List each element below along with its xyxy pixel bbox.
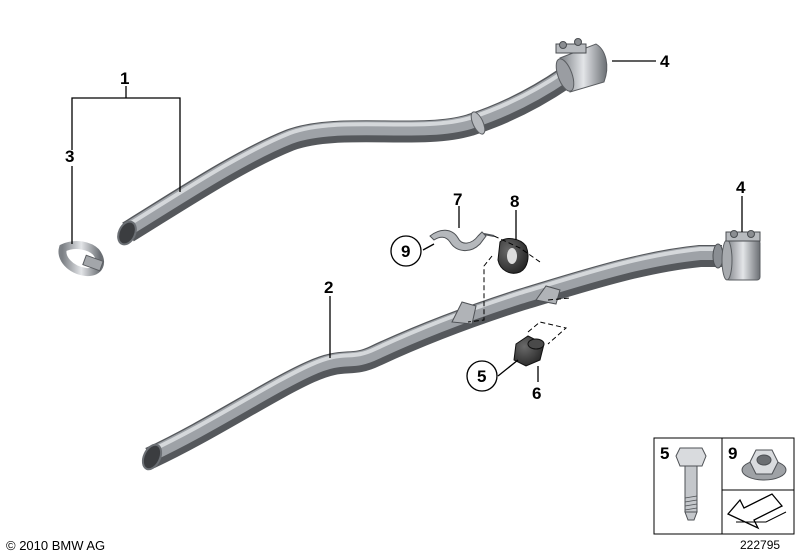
- clamp-3: [58, 241, 105, 277]
- callout-9: 9: [401, 242, 410, 261]
- legend-bolt-number: 5: [660, 444, 669, 463]
- clamp-4-upper: [555, 38, 608, 93]
- rubber-mount-8: [497, 238, 529, 274]
- pipe-open-end: [117, 220, 137, 246]
- callout-4-upper: 4: [660, 52, 670, 71]
- callout-1: 1: [120, 69, 129, 88]
- copyright-text: © 2010 BMW AG: [6, 538, 106, 553]
- pipe-open-end: [141, 443, 163, 471]
- clamp-4-lower: [721, 230, 761, 281]
- front-pipe: [117, 68, 572, 246]
- rear-pipe: [141, 243, 724, 471]
- rubber-mount-6: [513, 335, 545, 367]
- legend-nut-number: 9: [728, 444, 737, 463]
- direction-arrow-icon: [726, 493, 787, 530]
- fastener-legend: 5 9: [653, 437, 795, 535]
- assembly-lines: [467, 235, 571, 345]
- image-number: 222795: [740, 538, 781, 552]
- callout-7: 7: [453, 190, 462, 209]
- callout-5: 5: [477, 367, 486, 386]
- bracket-7: [429, 229, 495, 251]
- callout-5-circle: [466, 360, 498, 392]
- callout-8: 8: [510, 192, 519, 211]
- callout-6: 6: [532, 384, 541, 403]
- callout-4-lower: 4: [736, 178, 746, 197]
- bolt-icon: [675, 447, 707, 521]
- flange-nut-icon: [741, 449, 787, 481]
- leader-lines: [71, 60, 743, 382]
- callout-2: 2: [324, 278, 333, 297]
- callout-3: 3: [65, 147, 74, 166]
- callout-9-circle: [390, 235, 422, 267]
